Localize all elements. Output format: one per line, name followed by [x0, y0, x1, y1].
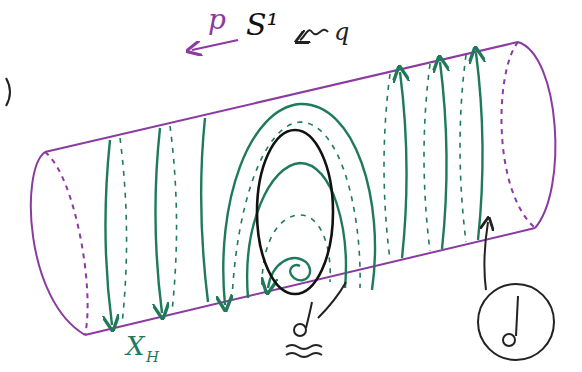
flow-loop [223, 104, 375, 305]
flow-line-back [170, 126, 177, 311]
bottom-symbol [286, 282, 346, 357]
s1-label: S¹ [246, 10, 279, 40]
cylinder-left-end [31, 152, 85, 335]
flow-line [400, 72, 407, 258]
h-subscript: H [146, 350, 159, 365]
p-label: p [208, 6, 226, 34]
circle-s1 [257, 130, 333, 294]
fragment-stroke [6, 78, 10, 106]
q-label: q [334, 20, 349, 44]
flow-line [476, 53, 483, 240]
flow-line [440, 62, 447, 249]
flow-lines [105, 53, 482, 325]
flow-line-back [120, 138, 127, 324]
flow-line-back [424, 64, 430, 251]
cylinder-outline [31, 42, 556, 335]
circled-symbol [478, 222, 554, 360]
cylinder-right-end [518, 42, 555, 228]
cylinder-right-end-back [501, 42, 535, 228]
x-label: X [126, 333, 145, 359]
flow-line [201, 118, 208, 302]
cylinder-bottom-edge [85, 228, 535, 335]
q-arrow [300, 30, 328, 40]
flow-line-back [384, 74, 390, 260]
flow-line-back [460, 55, 466, 242]
p-arrow [192, 40, 238, 50]
flow-line [155, 128, 162, 313]
flow-spiral [268, 258, 310, 288]
flow-loop-back [232, 122, 360, 300]
flow-line [105, 140, 112, 325]
cylinder-left-end-back [45, 152, 88, 335]
